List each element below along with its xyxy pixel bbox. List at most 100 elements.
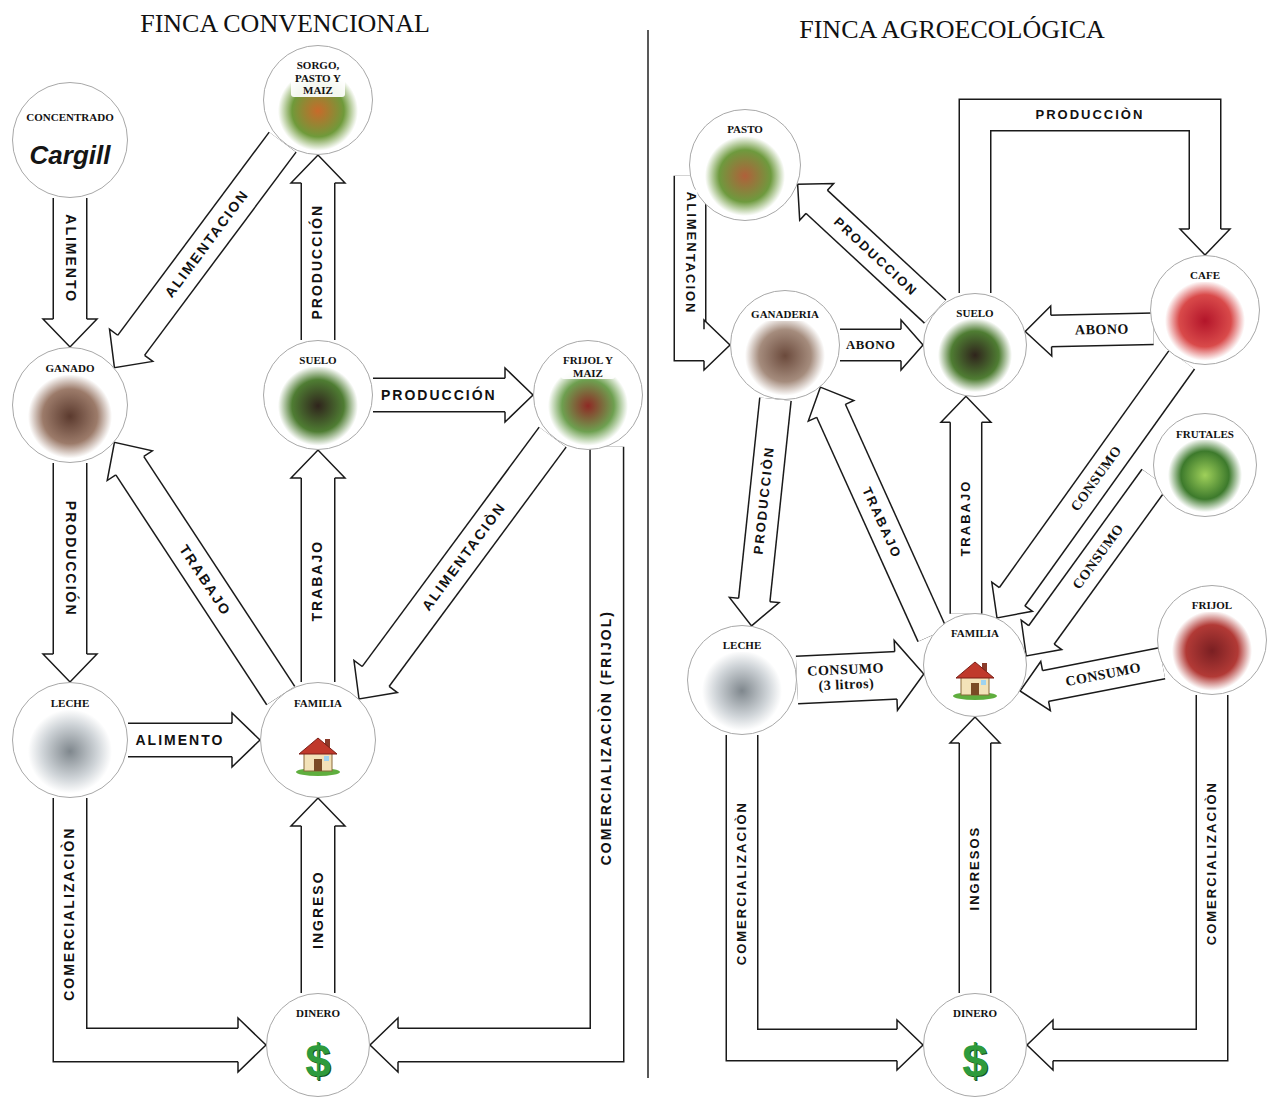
block-arrow [1021, 478, 1155, 656]
node-circle: SUELO [263, 340, 373, 450]
node-title: LECHE [721, 639, 764, 652]
arrow-head [354, 660, 397, 699]
arrow-fill [396, 447, 607, 1045]
arrow-label: PRODUCCIÓN [310, 202, 325, 322]
block-arrow [43, 463, 97, 682]
arrow-head [291, 155, 345, 183]
block-arrow [354, 437, 553, 699]
arrow-outline [840, 329, 903, 362]
node-circle: FRIJOL [1157, 585, 1267, 695]
block-arrow [950, 717, 1000, 993]
arrow-outline [374, 437, 552, 678]
arrow-label: PRODUCCION [830, 213, 922, 300]
arrow-head [941, 396, 991, 422]
arrow-head [798, 183, 834, 220]
node-title: FAMILIA [949, 627, 1001, 640]
arrow-label: CONSUMO (3 litros) [802, 660, 891, 695]
arrow-outline [129, 464, 281, 696]
arrow-head [238, 1018, 266, 1072]
block-arrow [742, 735, 923, 1070]
node-title: DINERO [951, 1007, 999, 1020]
arrow-label: ALIMENTACION [683, 190, 697, 317]
arrow-outline [830, 409, 932, 635]
arrow-head [291, 450, 345, 478]
arrow-head [992, 582, 1033, 618]
arrow-label: TRABAJO [858, 483, 904, 563]
arrow-label: CONSUMO [1063, 660, 1145, 691]
arrow-head [704, 320, 730, 370]
block-arrow [941, 396, 991, 614]
node-circle: CONCENTRADO Cargill [12, 82, 128, 198]
node-title: GANADO [44, 362, 97, 375]
arrow-outline [742, 735, 899, 1045]
node-title: DINERO [294, 1007, 342, 1020]
arrow-fill [830, 409, 932, 635]
node-circle: DINERO $ [923, 993, 1027, 1097]
node-title: LECHE [49, 697, 92, 710]
arrow-fill [302, 824, 334, 993]
arrow-fill [951, 420, 981, 614]
node-title: FAMILIA [292, 697, 344, 710]
arrow-label: COMERCIALIZACIÒN [735, 799, 749, 967]
arrow-head [291, 798, 345, 826]
arrow-outline [1051, 695, 1212, 1045]
arrow-outline [130, 142, 283, 347]
arrow-fill [960, 741, 990, 993]
arrow-outline [1040, 478, 1154, 636]
arrow-label: ALIMENTO [62, 212, 77, 305]
panel-divider [647, 30, 649, 1078]
block-arrow [373, 368, 533, 422]
block-arrow [291, 450, 345, 682]
arrow-outline [949, 420, 982, 614]
block-arrow [107, 442, 280, 695]
block-arrow [798, 183, 936, 311]
node-title: FRIJOL [1190, 599, 1234, 612]
node-title: SUELO [954, 307, 995, 320]
arrow-label: PRODUCCIÓN [62, 499, 77, 619]
node-circle: LECHE [687, 625, 797, 735]
arrow-head [43, 319, 97, 347]
arrow-label: COMERCIALIZACIÒN (FRIJOL) [599, 608, 614, 867]
arrow-head [232, 713, 260, 767]
arrow-head [897, 1020, 923, 1070]
node-circle: FRUTALES [1153, 413, 1257, 517]
node-title: CONCENTRADO [24, 111, 115, 124]
node-circle: FRIJOL Y MAIZ [533, 340, 643, 450]
arrow-head [901, 320, 923, 370]
arrow-label: ALIMENTACION [161, 185, 254, 302]
panel-title: FINCA AGROECOLÓGICA [799, 15, 1105, 45]
arrow-fill [129, 464, 281, 696]
arrow-outline [959, 741, 992, 993]
arrow-label: INGRESOS [968, 824, 982, 913]
arrow-label: PRODUCCIÒN [752, 443, 778, 557]
currency-symbol: $ [305, 1038, 331, 1084]
arrow-outline [301, 181, 336, 340]
node-circle: DINERO $ [266, 993, 370, 1097]
block-arrow [291, 155, 345, 340]
arrow-label: COMERCIALIZACIÒN [1205, 779, 1219, 947]
brand-logo-text: Cargill [30, 142, 111, 168]
arrow-fill [128, 724, 234, 756]
arrow-label: ABONO [1073, 322, 1131, 339]
block-arrow [1027, 695, 1212, 1070]
arrow-label: CONSUMO [1068, 520, 1128, 594]
arrow-head [729, 597, 779, 625]
arrow-head [370, 1018, 398, 1072]
currency-symbol: $ [962, 1038, 988, 1084]
arrow-fill [54, 463, 86, 656]
arrow-label: TRABAJO [959, 478, 973, 559]
node-circle: FAMILIA [923, 613, 1027, 717]
block-arrow [291, 798, 345, 993]
arrow-outline [815, 200, 935, 311]
block-arrow [370, 447, 607, 1072]
arrow-label: ALIMENTACIÒN [418, 498, 510, 615]
node-circle: PASTO [689, 109, 801, 221]
arrow-fill [1040, 478, 1154, 636]
arrow-head [894, 640, 924, 710]
arrow-outline [301, 476, 336, 682]
arrow-label: ALIMENTO [134, 733, 227, 748]
arrow-head [950, 717, 1000, 743]
block-arrow [729, 399, 779, 626]
arrow-fill [373, 379, 507, 411]
